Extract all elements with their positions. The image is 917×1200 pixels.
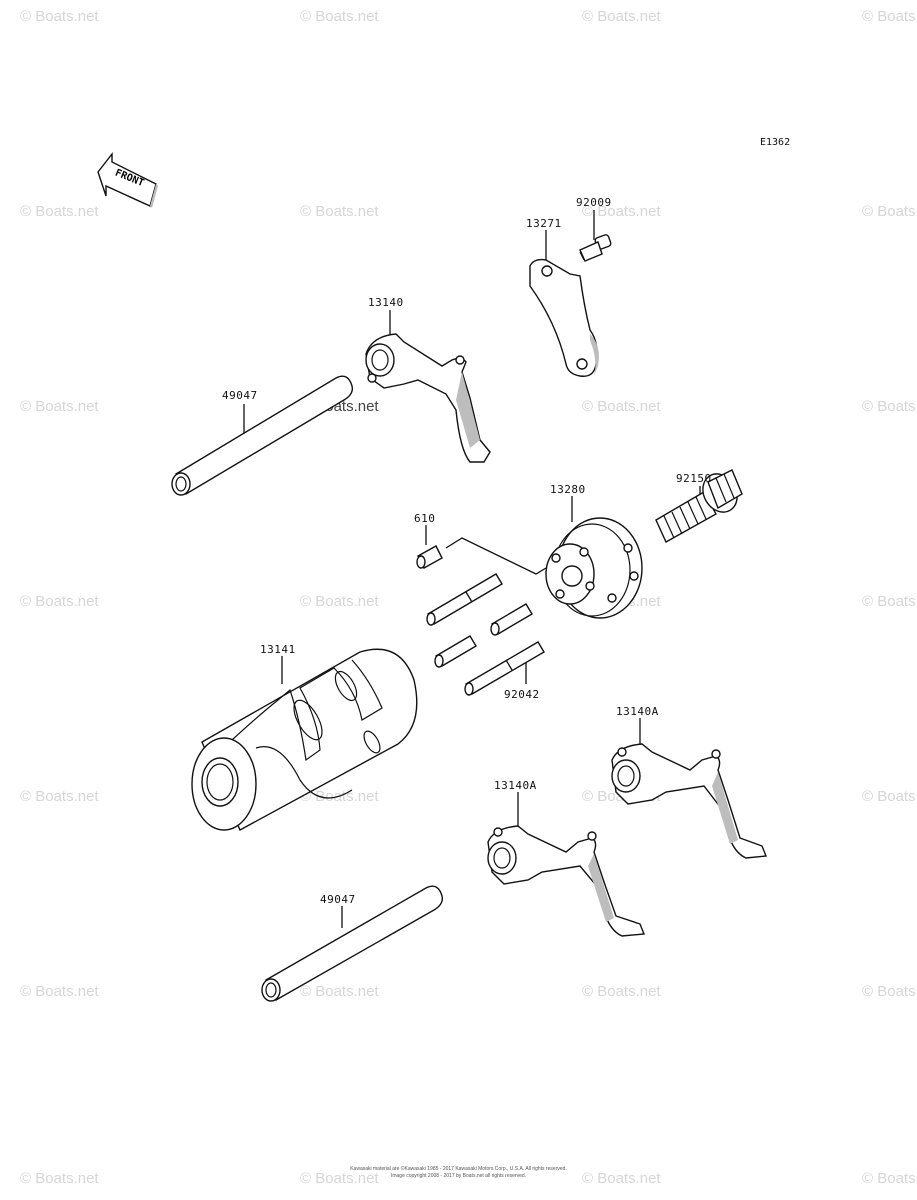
shift-fork-13140 — [365, 333, 491, 463]
part-label-13141: 13141 — [260, 643, 296, 656]
plate-13271 — [529, 258, 599, 377]
shift-fork-13140A-right — [611, 743, 767, 859]
watermark: © Boats.net — [20, 398, 99, 415]
watermark: © Boats.net — [862, 1170, 917, 1187]
watermark: © Boats.net — [300, 203, 379, 220]
shift-fork-13140A-lower — [487, 825, 645, 937]
watermark: © Boats.net — [582, 398, 661, 415]
pins-92042 — [426, 573, 545, 696]
copyright-line-2: Image copyright 2008 - 2017 by Boats.net… — [390, 1173, 527, 1179]
shaft-49047-upper — [171, 375, 354, 496]
watermark: © Boats.net — [582, 983, 661, 1000]
bolt-92150 — [655, 469, 743, 543]
watermark: © Boats.net — [20, 983, 99, 1000]
part-label-13140: 13140 — [368, 296, 404, 309]
watermark: © Boats.net — [20, 593, 99, 610]
watermark: © Boats.net — [862, 398, 917, 415]
watermark: © Boats.net — [862, 8, 917, 25]
part-label-13140A-right: 13140A — [616, 705, 659, 718]
watermark: © Boats.net — [20, 1170, 99, 1187]
watermark: © Boats.net — [862, 203, 917, 220]
part-label-610: 610 — [414, 512, 436, 525]
diagram-code: E1362 — [760, 137, 791, 148]
part-label-13271: 13271 — [526, 217, 562, 230]
leader-lines — [243, 210, 701, 928]
watermark: © Boats.net — [20, 203, 99, 220]
watermark: © Boats.net — [20, 8, 99, 25]
copyright-line-1: Kawasaki material are ©Kawasaki 1985 - 2… — [350, 1166, 567, 1172]
part-label-49047-lower: 49047 — [320, 893, 356, 906]
cam-13280 — [545, 517, 643, 619]
part-label-13140A-lower: 13140A — [494, 779, 537, 792]
shift-drum-13141 — [191, 648, 418, 831]
watermark: © Boats.net — [300, 1170, 379, 1187]
watermark: © Boats.net — [862, 593, 917, 610]
part-label-92009: 92009 — [576, 196, 612, 209]
watermark: © Boats.net — [582, 8, 661, 25]
watermark: © Boats.net — [582, 1170, 661, 1187]
part-label-13280: 13280 — [550, 483, 586, 496]
part-label-92150: 92150 — [676, 472, 712, 485]
watermark: © Boats.net — [300, 593, 379, 610]
watermark: © Boats.net — [862, 788, 917, 805]
watermark: © Boats.net — [300, 983, 379, 1000]
bolt-92009 — [579, 234, 612, 262]
shaft-49047-lower — [261, 885, 444, 1002]
watermark: © Boats.net — [582, 203, 661, 220]
watermark: © Boats.net — [300, 8, 379, 25]
part-label-92042: 92042 — [504, 688, 540, 701]
part-label-49047-upper: 49047 — [222, 389, 258, 402]
front-arrow-icon: FRONT — [97, 151, 158, 208]
watermark: © Boats.net — [862, 983, 917, 1000]
watermark: © Boats.net — [20, 788, 99, 805]
pin-610 — [416, 545, 443, 569]
